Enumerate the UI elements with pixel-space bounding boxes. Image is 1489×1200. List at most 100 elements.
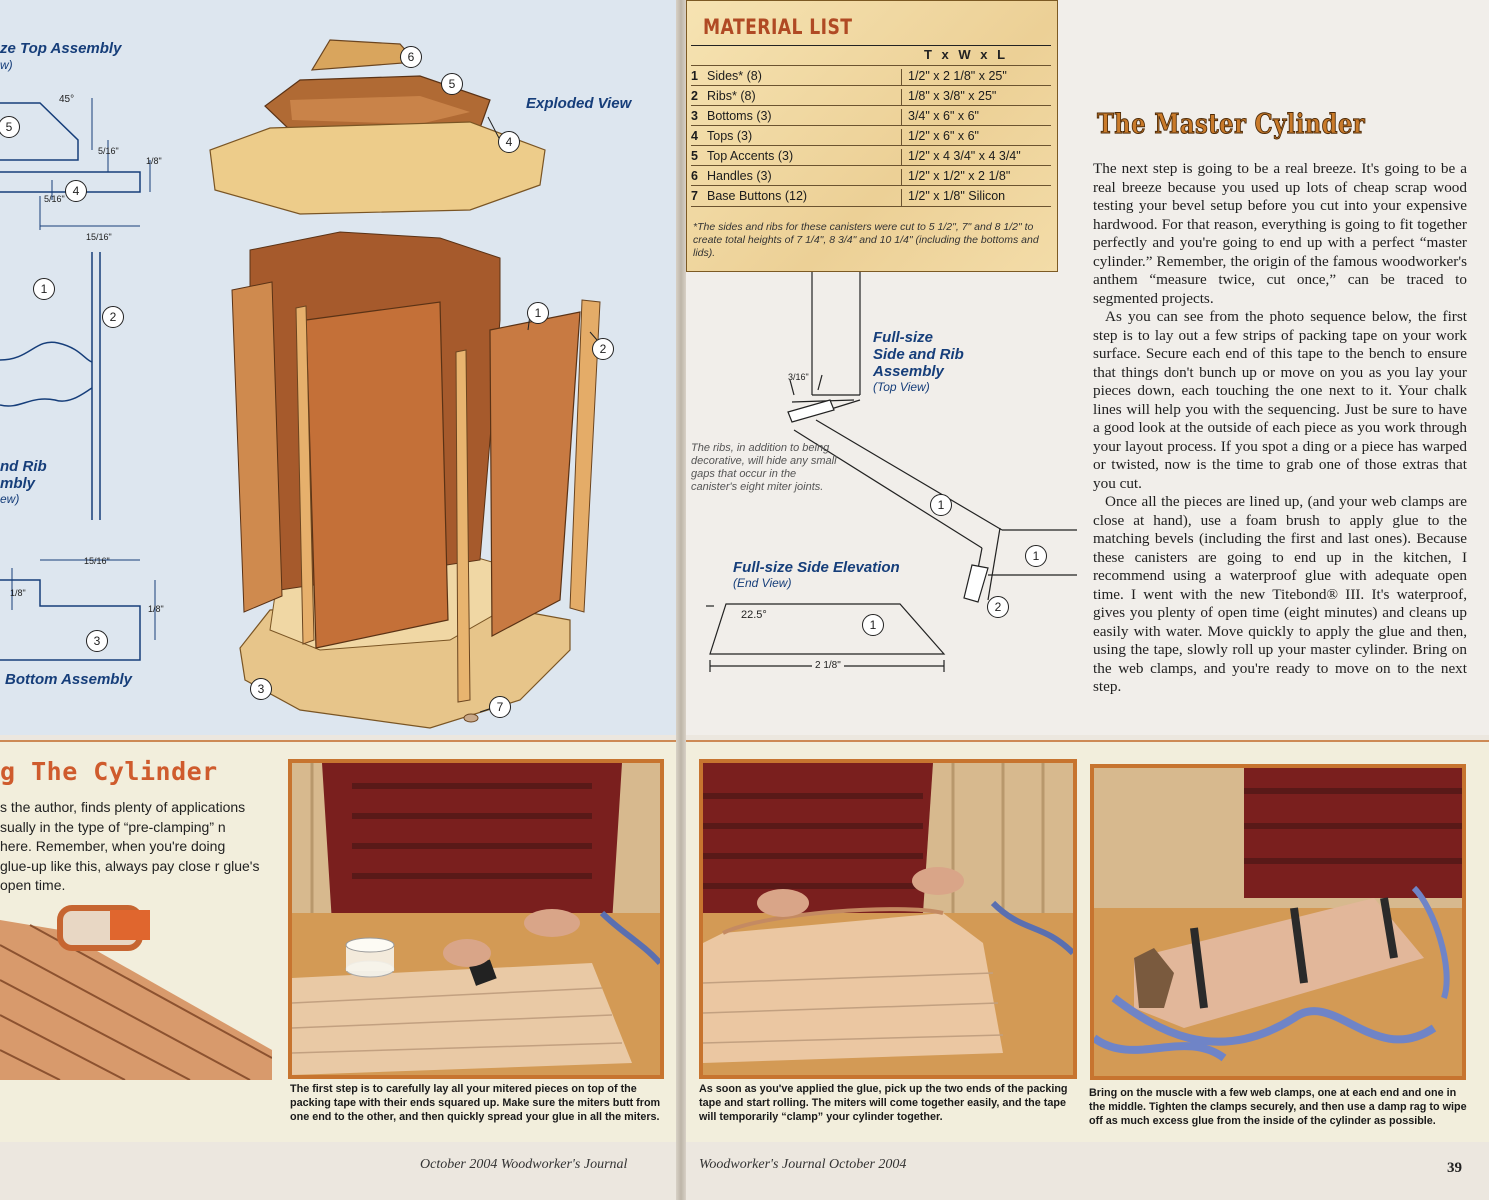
photo-spread-glue xyxy=(288,759,664,1079)
top-assembly-drawing xyxy=(0,98,151,230)
top-assembly-subtitle: w) xyxy=(0,58,13,72)
material-row: 3 Bottoms (3) 3/4" x 6" x 6" xyxy=(691,105,1051,126)
material-list-box: MATERIAL LIST T x W x L 1 Sides* (8) 1/2" … xyxy=(686,0,1058,272)
side-rib-drawing xyxy=(0,252,101,520)
material-row: 6 Handles (3) 1/2" x 1/2" x 2 1/8" xyxy=(691,165,1051,186)
callout-1: 1 xyxy=(527,302,549,324)
row-number: 5 xyxy=(691,149,698,163)
angle-label: 22.5° xyxy=(741,609,767,621)
rib-assembly-title-line3: Assembly xyxy=(873,363,944,380)
width-label: 2 1/8" xyxy=(812,660,844,671)
band-title: g The Cylinder xyxy=(0,757,218,786)
caption-2: As soon as you've applied the glue, pick… xyxy=(699,1083,1068,1123)
dim-label: 15/16" xyxy=(84,556,110,566)
title-rule xyxy=(691,45,1051,46)
side-elevation-subtitle: (End View) xyxy=(733,576,792,590)
callout-1: 1 xyxy=(1025,545,1047,567)
row-number: 4 xyxy=(691,129,698,143)
row-dims: 1/8" x 3/8" x 25" xyxy=(901,89,996,106)
callout-4: 4 xyxy=(65,180,87,202)
row-part: Bottoms (3) xyxy=(707,109,772,123)
article-body: The next step is going to be a real bree… xyxy=(1093,160,1467,697)
photo-1-scene xyxy=(292,763,660,1075)
material-row: 7 Base Buttons (12) 1/2" x 1/8" Silicon xyxy=(691,185,1051,207)
article-paragraph: Once all the pieces are lined up, (and y… xyxy=(1093,493,1467,695)
dim-label: 1/8" xyxy=(148,604,164,614)
row-dims: 3/4" x 6" x 6" xyxy=(901,109,979,126)
material-list-title: MATERIAL LIST xyxy=(703,15,853,39)
callout-5: 5 xyxy=(441,73,463,95)
side-rib-subtitle: ew) xyxy=(0,492,20,506)
article-title: The Master Cylinder xyxy=(1097,109,1366,141)
material-row: 5 Top Accents (3) 1/2" x 4 3/4" x 4 3/4" xyxy=(691,145,1051,166)
row-part: Top Accents (3) xyxy=(707,149,794,163)
row-part: Base Buttons (12) xyxy=(707,189,808,203)
material-row: 1 Sides* (8) 1/2" x 2 1/8" x 25" xyxy=(691,65,1051,86)
callout-1: 1 xyxy=(930,494,952,516)
row-dims: 1/2" x 1/2" x 2 1/8" xyxy=(901,169,1010,186)
photo-3-scene xyxy=(1094,768,1462,1076)
row-part: Handles (3) xyxy=(707,169,772,183)
rib-note: The ribs, in addition to being decorativ… xyxy=(691,442,837,493)
right-diagrams xyxy=(706,272,1077,672)
material-row: 4 Tops (3) 1/2" x 6" x 6" xyxy=(691,125,1051,146)
callout-6: 6 xyxy=(400,46,422,68)
article-paragraph: As you can see from the photo sequence b… xyxy=(1093,308,1467,492)
row-dims: 1/2" x 6" x 6" xyxy=(901,129,979,146)
band-intro-text: s the author, finds plenty of applicatio… xyxy=(0,799,260,893)
boards-photo xyxy=(0,905,272,1080)
row-number: 2 xyxy=(691,89,698,103)
bottom-assembly-title: Bottom Assembly xyxy=(5,671,132,688)
row-dims: 1/2" x 2 1/8" x 25" xyxy=(901,69,1007,86)
dim-label: 1/8" xyxy=(10,588,26,598)
material-row: 2 Ribs* (8) 1/8" x 3/8" x 25" xyxy=(691,85,1051,106)
top-assembly-title: ze Top Assembly xyxy=(0,40,122,57)
page-gutter xyxy=(676,0,686,1200)
side-rib-title-line1: nd Rib xyxy=(0,458,47,475)
row-part: Sides* (8) xyxy=(707,69,762,83)
footer-right: Woodworker's Journal October 2004 xyxy=(699,1157,907,1172)
callout-3: 3 xyxy=(250,678,272,700)
caption-3: Bring on the muscle with a few web clamp… xyxy=(1089,1087,1467,1127)
row-number: 6 xyxy=(691,169,698,183)
row-number: 3 xyxy=(691,109,698,123)
dim-label: 5/16" xyxy=(44,194,65,204)
rib-assembly-subtitle: (Top View) xyxy=(873,380,930,394)
photo-2-scene xyxy=(703,763,1073,1075)
side-elevation-title: Full-size Side Elevation xyxy=(733,559,900,576)
callout-2: 2 xyxy=(102,306,124,328)
exploded-view-label: Exploded View xyxy=(526,95,632,112)
rib-assembly-drawing xyxy=(787,272,1077,603)
rib-assembly-title-line1: Full-size xyxy=(873,329,934,346)
angle-45-label: 45° xyxy=(59,94,75,105)
left-diagrams xyxy=(0,39,601,729)
page-number: 39 xyxy=(1447,1160,1462,1176)
article-paragraph: The next step is going to be a real bree… xyxy=(1093,160,1467,307)
callout-5: 5 xyxy=(0,116,20,138)
rib-assembly-title-line2: Side and Rib xyxy=(873,346,964,363)
photo-start-rolling xyxy=(699,759,1077,1079)
material-list-header: T x W x L xyxy=(923,47,1009,62)
callout-3: 3 xyxy=(86,630,108,652)
row-number: 7 xyxy=(691,189,698,203)
row-dims: 1/2" x 4 3/4" x 4 3/4" xyxy=(901,149,1021,166)
callout-1: 1 xyxy=(862,614,884,636)
row-dims: 1/2" x 1/8" Silicon xyxy=(901,189,1005,206)
callout-4: 4 xyxy=(498,131,520,153)
dim-label: 15/16" xyxy=(86,232,112,242)
row-number: 1 xyxy=(691,69,698,83)
callout-1: 1 xyxy=(33,278,55,300)
exploded-view-illustration xyxy=(209,39,601,729)
dim-label: 1/8" xyxy=(146,156,162,166)
row-part: Ribs* (8) xyxy=(707,89,756,103)
row-part: Tops (3) xyxy=(707,129,753,143)
footer-left: October 2004 Woodworker's Journal xyxy=(420,1157,628,1172)
dim-label: 5/16" xyxy=(98,146,119,156)
callout-2: 2 xyxy=(592,338,614,360)
photo-web-clamps xyxy=(1090,764,1466,1080)
caption-1: The first step is to carefully lay all y… xyxy=(290,1083,661,1123)
callout-2: 2 xyxy=(987,596,1009,618)
side-rib-title-line2: mbly xyxy=(0,475,36,492)
bottom-assembly-drawing xyxy=(0,559,156,661)
material-list-footnote: *The sides and ribs for these canisters … xyxy=(693,221,1039,259)
